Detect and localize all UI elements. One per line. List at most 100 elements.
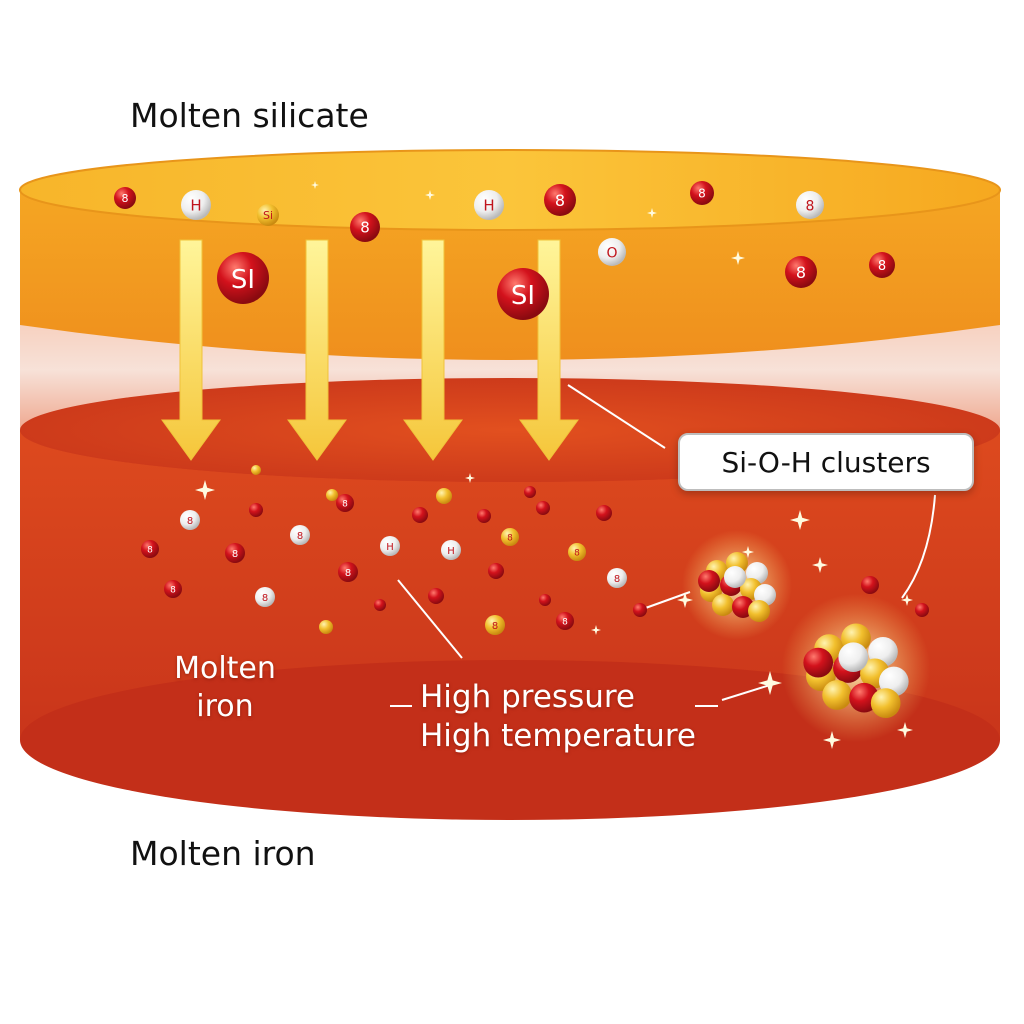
svg-text:H: H: [483, 197, 494, 215]
svg-text:8: 8: [614, 574, 620, 585]
pointer-to-cluster-2: [721, 684, 771, 701]
atom: 8: [556, 612, 574, 630]
svg-text:8: 8: [555, 191, 565, 210]
atom: [915, 603, 929, 617]
atom: [870, 688, 901, 718]
temperature-label: High temperature: [420, 717, 696, 754]
sparkle: [823, 731, 841, 749]
atom: 8: [164, 580, 182, 598]
arrow-4: [519, 239, 579, 461]
atom: 8: [180, 510, 200, 530]
si-o-h-clusters: [682, 530, 931, 743]
atom: 8: [796, 191, 824, 219]
atom: [536, 501, 550, 515]
atom: [436, 488, 452, 504]
atom: [249, 503, 263, 517]
atom: 8: [785, 256, 817, 288]
svg-text:8: 8: [170, 585, 176, 595]
svg-text:8: 8: [345, 568, 351, 579]
arrow-2: [287, 239, 347, 461]
molten-iron-label: Molten iron: [130, 834, 316, 873]
molten-iron-inner-label: Molten iron: [174, 651, 276, 724]
sparkle: [812, 557, 828, 573]
sparkle: [591, 625, 601, 635]
atom: 8: [290, 525, 310, 545]
cluster: [682, 530, 792, 640]
svg-text:8: 8: [562, 617, 568, 627]
atom: [712, 594, 734, 616]
atom: 8: [690, 181, 714, 205]
svg-text:8: 8: [122, 192, 129, 205]
atom: H: [474, 190, 504, 220]
sparkles: [195, 181, 913, 749]
atom: H: [181, 190, 211, 220]
svg-text:8: 8: [147, 545, 153, 555]
sparkle: [647, 208, 657, 218]
sparkle: [195, 480, 215, 500]
svg-text:8: 8: [262, 593, 268, 604]
atom: 8: [336, 494, 354, 512]
pointer-to-callout: [567, 384, 666, 449]
svg-text:Si: Si: [263, 209, 273, 222]
sparkle: [742, 546, 754, 558]
atom: 8: [544, 184, 576, 216]
conditions-label: High pressure High temperature: [420, 678, 696, 756]
si-o-h-clusters-callout: Si-O-H clusters: [678, 433, 974, 491]
sparkle: [677, 592, 693, 608]
atom: 8: [501, 528, 519, 546]
svg-text:8: 8: [232, 549, 238, 560]
atom: 8: [568, 543, 586, 561]
svg-text:8: 8: [507, 533, 513, 543]
svg-text:8: 8: [796, 263, 806, 282]
sparkle: [790, 510, 810, 530]
atom: 8: [225, 543, 245, 563]
sparkle: [758, 671, 782, 695]
migration-arrows: [161, 239, 579, 461]
svg-text:8: 8: [806, 198, 815, 214]
svg-text:H: H: [190, 197, 201, 215]
arrow-3: [403, 239, 463, 461]
atom: [326, 489, 338, 501]
atom: [698, 570, 720, 592]
atom: H: [380, 536, 400, 556]
atom: H: [441, 540, 461, 560]
svg-text:SI: SI: [231, 265, 255, 295]
pointer-to-cluster-1: [639, 591, 691, 611]
atom: [861, 576, 879, 594]
cluster: [781, 593, 931, 743]
atom: Si: [257, 204, 279, 226]
atom: [539, 594, 551, 606]
atom: [596, 505, 612, 521]
svg-text:8: 8: [360, 219, 370, 237]
atom: [803, 647, 834, 678]
svg-text:8: 8: [492, 621, 498, 632]
atom: SI: [497, 268, 549, 320]
atom: [477, 509, 491, 523]
svg-text:SI: SI: [511, 281, 535, 311]
atom: O: [598, 238, 626, 266]
arrow-1: [161, 239, 221, 461]
svg-text:H: H: [447, 546, 455, 557]
sparkle: [425, 190, 435, 200]
molten-silicate-layer: [19, 149, 1001, 360]
atom: [374, 599, 386, 611]
svg-text:8: 8: [574, 548, 580, 558]
sparkle: [731, 251, 745, 265]
atom: [724, 566, 746, 588]
atom: 8: [869, 252, 895, 278]
pointer-to-arrow-region: [397, 579, 463, 659]
atom: [412, 507, 428, 523]
atom: [251, 465, 261, 475]
svg-text:8: 8: [187, 516, 193, 527]
pointer-callout-to-cluster: [901, 494, 936, 599]
atom: [319, 620, 333, 634]
svg-text:8: 8: [878, 259, 886, 274]
atom: [428, 588, 444, 604]
svg-text:8: 8: [297, 531, 303, 542]
atom: 8: [485, 615, 505, 635]
pressure-label: High pressure: [420, 679, 636, 715]
atom: 8: [338, 562, 358, 582]
